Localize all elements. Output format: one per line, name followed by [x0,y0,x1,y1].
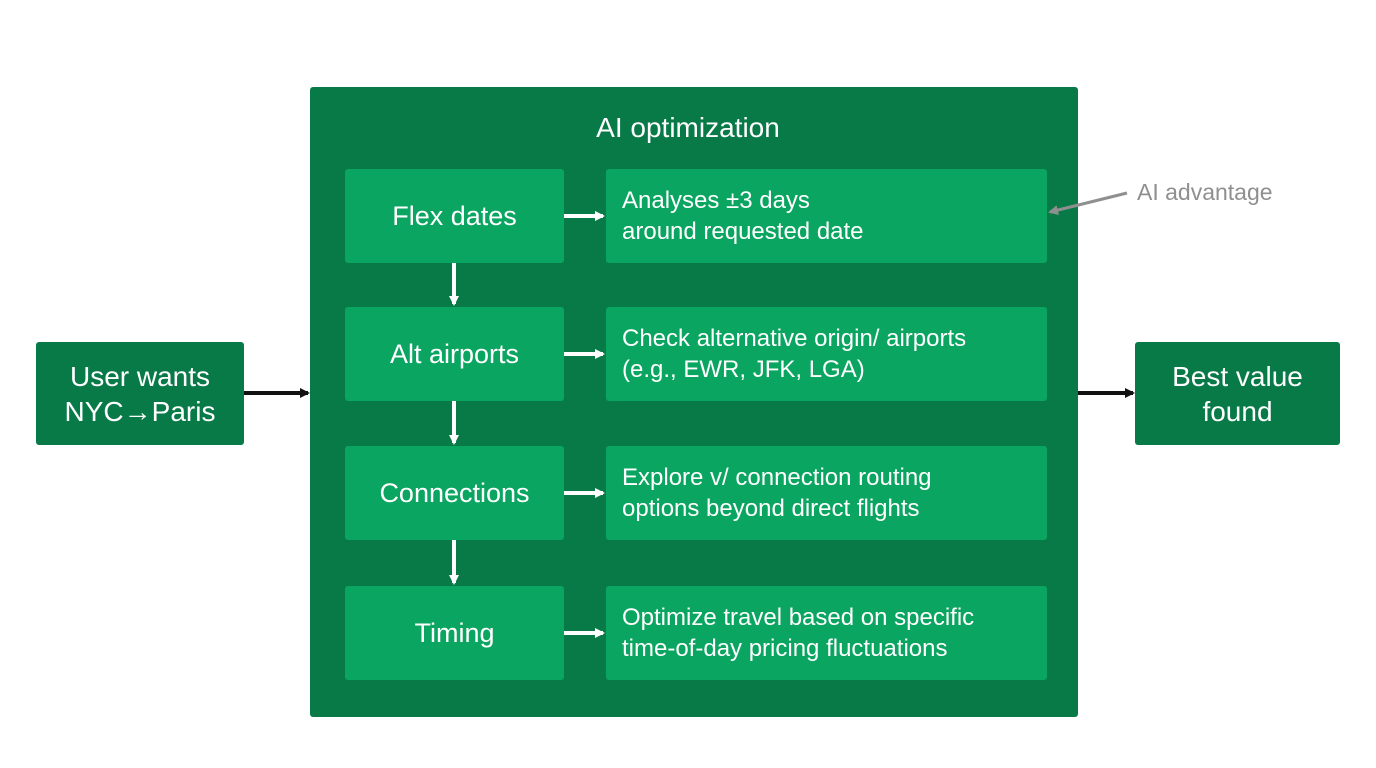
step-label-flex-dates: Flex dates [392,200,517,231]
step-label-connections: Connections [379,477,530,508]
ai-advantage-arrow [1048,191,1128,215]
step-box-alt-airports: Alt airports [345,307,564,401]
step-description-text: Optimize travel based on specific time-o… [622,604,975,662]
ai-advantage-annotation: AI advantage [1137,179,1273,205]
step-label-alt-airports: Alt airports [389,338,520,369]
step-description-text: Check alternative origin/ airports (e.g.… [622,325,967,383]
step-description-connections: Explore v/ connection routing options be… [606,446,1047,540]
step-description-timing: Optimize travel based on specific time-o… [606,586,1047,680]
step-box-timing: Timing [345,586,564,680]
step-box-connections: Connections [345,446,564,540]
input-text: User wants NYC→Paris [64,360,216,427]
output-text: Best value found [1172,360,1303,427]
container-title: AI optimization [596,112,780,143]
step-label-timing: Timing [414,617,495,648]
step-description-flex-dates: Analyses ±3 days around requested date [606,169,1047,263]
step-description-alt-airports: Check alternative origin/ airports (e.g.… [606,307,1047,401]
input-box: User wants NYC→Paris [36,342,244,445]
step-box-flex-dates: Flex dates [345,169,564,263]
output-box: Best value found [1135,342,1340,445]
step-description-text: Analyses ±3 days around requested date [622,187,864,245]
step-description-text: Explore v/ connection routing options be… [622,464,932,522]
